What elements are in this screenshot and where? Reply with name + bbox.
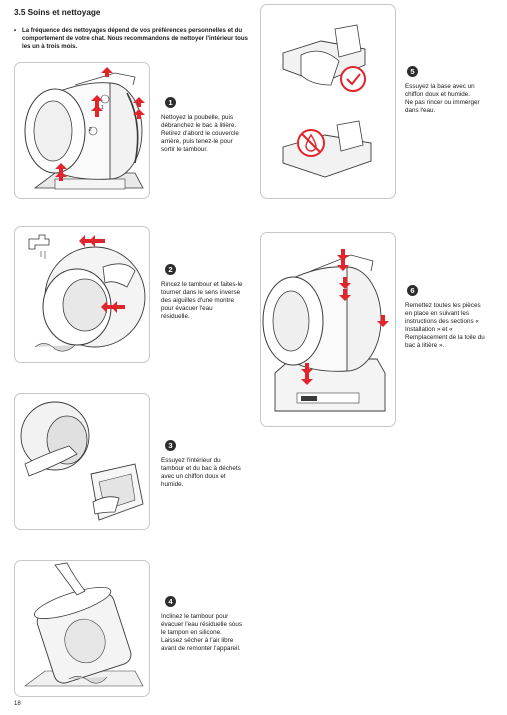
step-3-illustration [14, 393, 150, 530]
step-3-number: 3 [165, 440, 176, 451]
intro-text: La fréquence des nettoyages dépend de vo… [22, 27, 248, 51]
step-5-illustration [260, 4, 396, 199]
step-2-illustration [14, 226, 150, 363]
intro-paragraph: • La fréquence des nettoyages dépend de … [14, 27, 249, 52]
step-6-text: Remettez toutes les pièces en place en s… [405, 302, 485, 349]
intro-bullet: • [14, 27, 17, 34]
step-3-text: Essuyez l'intérieur du tambour et du bac… [161, 457, 241, 488]
step-1-number: 1 [165, 97, 176, 108]
step-2-text: Rincez le tambour et faites-le tourner d… [161, 281, 243, 320]
step-4-text: Inclinez le tambour pour évacuer l'eau r… [161, 613, 243, 652]
step-4-number: 4 [165, 596, 176, 607]
step-2-number: 2 [165, 264, 176, 275]
step-6-illustration [260, 232, 396, 427]
step-6-number: 6 [407, 285, 418, 296]
step-5-number: 5 [407, 66, 418, 77]
figure-label-1: 1 [101, 105, 104, 111]
step-1-text: Nettoyez la poubelle, puis débranchez le… [161, 114, 239, 153]
figure-label-2: 2 [89, 127, 92, 133]
section-title: 3.5 Soins et nettoyage [14, 8, 101, 17]
step-1-illustration: 1 2 [14, 62, 150, 199]
step-5-text: Essuyez la base avec un chiffon doux et … [405, 83, 480, 114]
page-number: 18 [14, 701, 21, 707]
step-4-illustration [14, 560, 150, 697]
